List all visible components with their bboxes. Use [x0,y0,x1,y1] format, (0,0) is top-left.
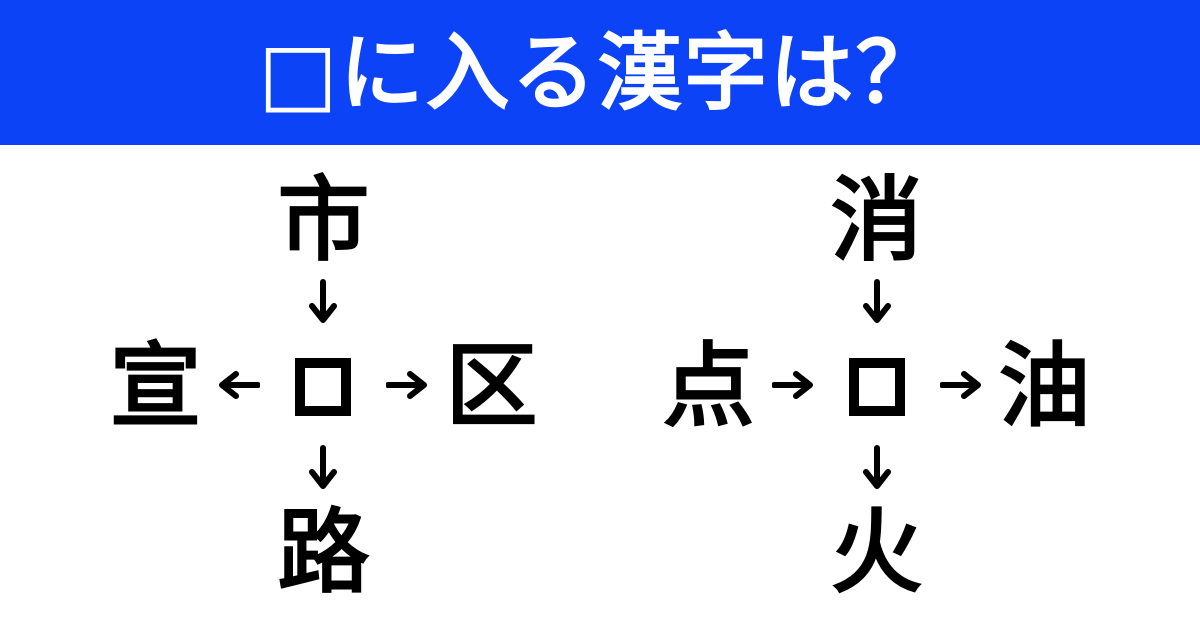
arrow-right-icon [770,370,814,404]
puzzle-left-kanji-left: 宣 [109,332,202,440]
puzzle-right: 消 点 油 火 [662,166,1091,606]
puzzle-left-kanji-bottom: 路 [277,498,370,606]
arrow-down-icon [308,278,338,329]
arrow-down-icon [862,278,892,329]
arrow-right-icon [938,370,982,404]
puzzle-right-kanji-top: 消 [830,166,923,274]
puzzle-right-kanji-left: 点 [662,332,755,440]
puzzle-right-kanji-right: 油 [998,332,1091,440]
puzzle-left: 市 宣 区 路 [109,166,538,606]
arrow-down-icon [308,444,338,495]
puzzles-area: 市 宣 区 路 消 点 油 火 [0,145,1200,628]
arrow-left-icon [218,370,262,404]
quiz-title: □に入る漢字は？ [258,23,942,122]
arrow-down-icon [862,444,892,495]
arrow-right-icon [385,370,428,404]
puzzle-left-kanji-top: 市 [277,166,370,274]
puzzle-left-kanji-right: 区 [445,332,538,440]
answer-box [848,357,905,416]
quiz-banner: □に入る漢字は？ [0,0,1200,145]
puzzle-right-kanji-bottom: 火 [830,498,923,606]
answer-box [295,357,352,416]
